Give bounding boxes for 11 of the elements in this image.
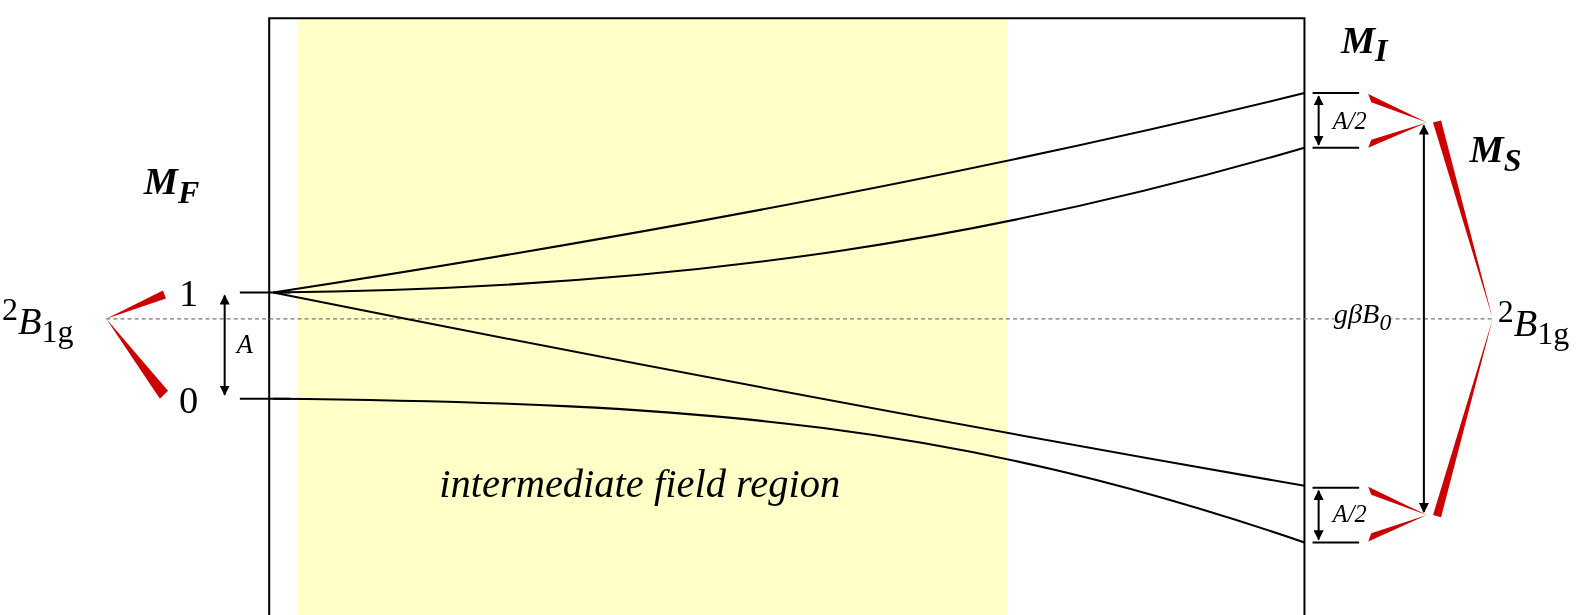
splitting-label: A/2	[1332, 108, 1367, 133]
state-label: $^{2}$B$_{1g}$	[1497, 295, 1570, 351]
region-label: intermediate field region	[439, 463, 841, 504]
quantum-number-label: M$_{I}$	[1340, 20, 1388, 68]
state-label: $^{2}$B$_{1g}$	[2, 293, 74, 349]
quantum-number-label: M$_{S}$	[1469, 129, 1522, 177]
splitting-label: A/2	[1332, 501, 1367, 527]
level-label: 0	[179, 380, 199, 419]
splitting-label: A	[236, 331, 253, 359]
level-label: 1	[179, 273, 199, 312]
quantum-number-label: M$_{F}$	[143, 161, 200, 209]
